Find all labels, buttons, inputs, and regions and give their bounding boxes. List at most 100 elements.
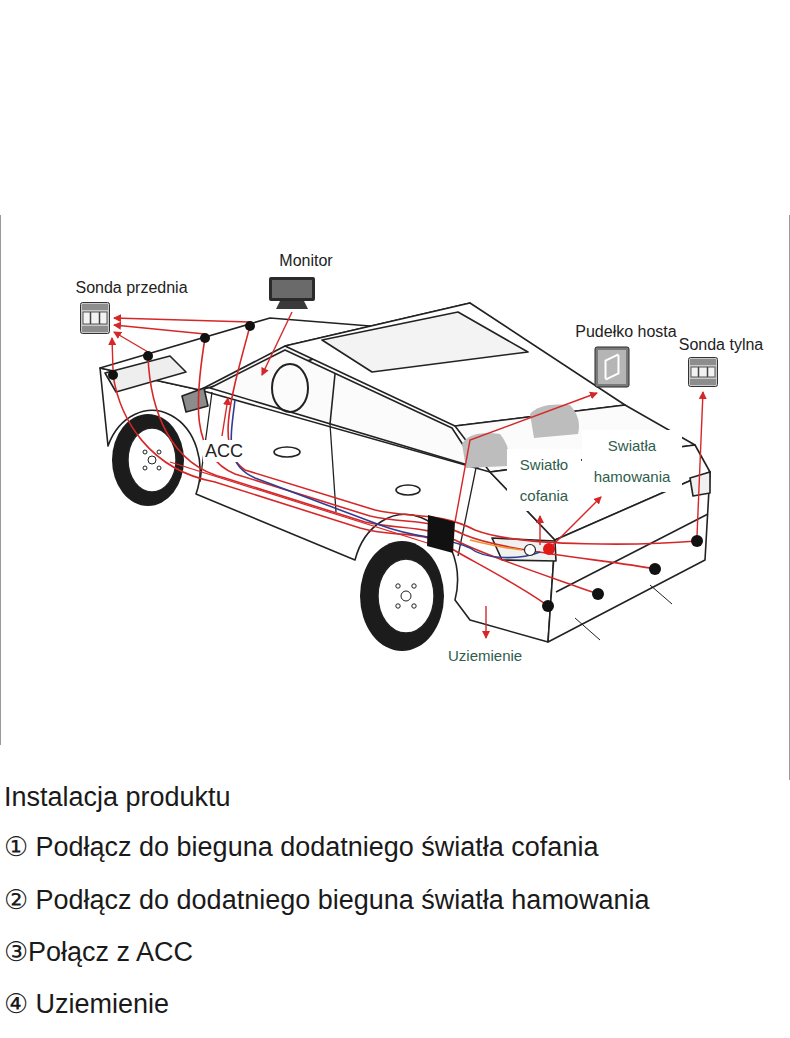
- sensor-dot: [691, 535, 703, 547]
- frame-line: [0, 215, 1, 745]
- hub: [401, 591, 411, 601]
- monitor-stand: [276, 301, 308, 309]
- arrow: [222, 398, 228, 436]
- hub-bolt: [143, 450, 147, 454]
- plate-bracket: [575, 585, 672, 640]
- hub-bolt: [412, 584, 416, 588]
- arrow: [114, 318, 250, 322]
- wire: [228, 326, 697, 544]
- part-label: Monitor: [279, 252, 333, 270]
- sensor-dot: [245, 321, 255, 331]
- sunroof: [322, 312, 528, 372]
- sensor-divider: [91, 312, 100, 324]
- arrow: [114, 332, 148, 352]
- mirror: [182, 388, 208, 412]
- car-body: [100, 303, 710, 642]
- callout-label: Swiatła hamowania: [582, 430, 682, 492]
- frame-line: [789, 215, 790, 780]
- door-handle: [274, 447, 300, 457]
- reverse-lamp: [525, 545, 536, 556]
- arrow: [539, 516, 540, 545]
- monitor-case: [269, 277, 315, 301]
- signal-wire: [470, 540, 522, 550]
- icon-node: Monitor: [268, 252, 333, 310]
- host-unit: [427, 515, 455, 553]
- icon-node: Pudełko hosta: [575, 323, 677, 388]
- bumper-line: [556, 514, 708, 592]
- arrow: [112, 338, 113, 370]
- hub-bolt: [157, 466, 161, 470]
- door-line: [200, 392, 476, 556]
- arrow: [114, 325, 205, 334]
- arrow: [697, 392, 703, 536]
- parking-sensors: [108, 321, 703, 612]
- pointer-arrows: [112, 312, 703, 638]
- part-icon: [80, 302, 110, 334]
- sensor-dot: [649, 563, 661, 575]
- door-handle: [396, 485, 420, 495]
- icon-node: Sonda przednia: [75, 279, 188, 334]
- tire: [360, 541, 444, 651]
- icon-group: [81, 303, 110, 334]
- sensor-face: [691, 367, 715, 377]
- sensor-dot: [200, 333, 210, 343]
- hub-bolt: [396, 604, 400, 608]
- hub: [148, 456, 156, 464]
- sensor-band: [82, 304, 108, 310]
- arrow: [262, 312, 292, 375]
- part-label: Pudełko hosta: [575, 323, 677, 341]
- hub-bolt: [396, 584, 400, 588]
- sensor-wires: [113, 326, 697, 606]
- callout-label: ACC: [203, 440, 245, 462]
- instruction-text: ① Podłącz do bieguna dodatniego światła …: [2, 830, 600, 864]
- sensor-band: [82, 326, 108, 332]
- side-window: [210, 350, 478, 468]
- part-label: Sonda tylna: [679, 336, 764, 354]
- arrow: [485, 606, 486, 638]
- tire: [112, 414, 184, 506]
- sensor-face: [83, 312, 107, 324]
- instruction-text: ④ Uziemienie: [2, 987, 171, 1021]
- instruction-text: Instalacja produktu: [2, 780, 233, 814]
- sensor-dot: [592, 588, 604, 600]
- callout-label: Uziemienie: [446, 646, 524, 665]
- sensor-dot: [542, 600, 554, 612]
- hub-bolt: [412, 604, 416, 608]
- sensor-dot: [108, 370, 118, 380]
- host-face: [598, 350, 626, 384]
- instruction-text: ③Połącz z ACC: [2, 935, 195, 969]
- host-logo: [606, 354, 619, 379]
- instruction-text: ② Podłącz do dodatniego bieguna światła …: [2, 883, 651, 917]
- host-case: [595, 347, 629, 387]
- hub-bolt: [143, 466, 147, 470]
- part-icon: [268, 276, 316, 310]
- part-icon: [688, 357, 718, 387]
- icon-node: Sonda tylna: [679, 336, 764, 387]
- wire: [113, 375, 548, 606]
- steering-wheel: [272, 364, 308, 412]
- rim: [378, 559, 434, 633]
- wire: [148, 356, 598, 594]
- part-icon: [594, 346, 630, 388]
- icon-group: [595, 347, 629, 387]
- icon-group: [269, 277, 315, 309]
- arrow: [455, 393, 597, 522]
- brake-lamp: [543, 543, 555, 555]
- sensor-dot: [143, 351, 153, 361]
- headlight: [105, 356, 186, 392]
- hub-bolt: [157, 450, 161, 454]
- monitor-screen: [272, 280, 312, 298]
- sensor-band: [690, 359, 716, 365]
- b-pillar: [330, 374, 335, 424]
- part-label: Sonda przednia: [75, 279, 188, 297]
- sill-trim: [170, 462, 440, 547]
- sensor-case: [689, 358, 718, 387]
- power-wire: [231, 400, 540, 558]
- sensor-case: [81, 303, 110, 334]
- icon-group: [689, 358, 718, 387]
- rear-wheel: [360, 541, 444, 651]
- seat: [462, 433, 509, 468]
- sensor-band: [690, 379, 716, 385]
